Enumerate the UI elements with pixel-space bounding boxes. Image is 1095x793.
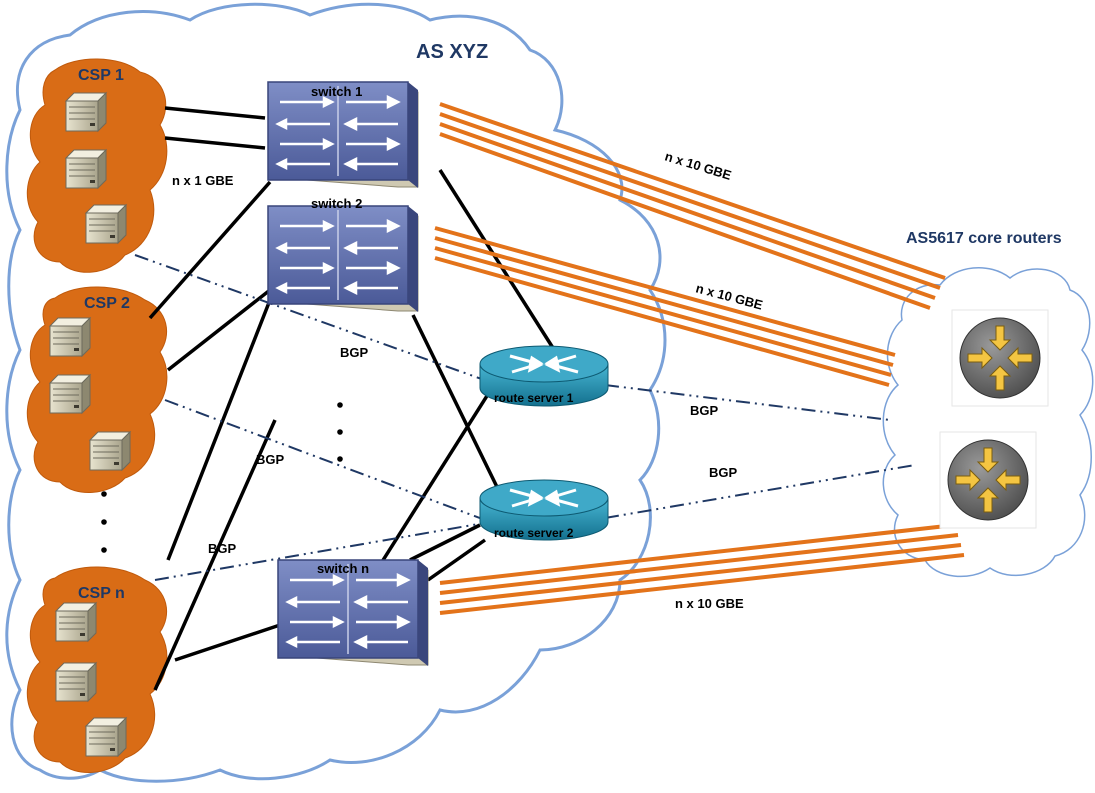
csp-n-label: CSP n — [78, 585, 125, 602]
bgp-label-5: BGP — [709, 465, 738, 480]
route-server-1-label: route server 1 — [494, 391, 574, 405]
switch-1-label: switch 1 — [311, 84, 362, 99]
fiber-links — [434, 102, 965, 615]
gbe1-label: n x 1 GBE — [172, 173, 234, 188]
gbe10-label-a: n x 10 GBE — [663, 149, 733, 184]
core-router-1 — [951, 309, 1049, 407]
switch-2-label: switch 2 — [311, 196, 362, 211]
as-xyz-title: AS XYZ — [416, 41, 488, 63]
bgp-label-3: BGP — [208, 541, 237, 556]
gbe10-label-c: n x 10 GBE — [675, 596, 744, 611]
bgp-label-1: BGP — [340, 345, 369, 360]
switch-2 — [266, 204, 420, 314]
core-routers-label: AS5617 core routers — [906, 230, 1062, 247]
bgp-label-4: BGP — [690, 403, 719, 418]
ellipsis-dots — [101, 402, 343, 553]
switch-n-label: switch n — [317, 561, 369, 576]
csp-2-label: CSP 2 — [84, 295, 130, 312]
csp-1-label: CSP 1 — [78, 67, 124, 84]
core-router-2 — [939, 431, 1037, 529]
bgp-links — [134, 254, 916, 581]
route-server-2-label: route server 2 — [494, 526, 574, 540]
physical-links — [148, 106, 555, 691]
bgp-label-2: BGP — [256, 452, 285, 467]
